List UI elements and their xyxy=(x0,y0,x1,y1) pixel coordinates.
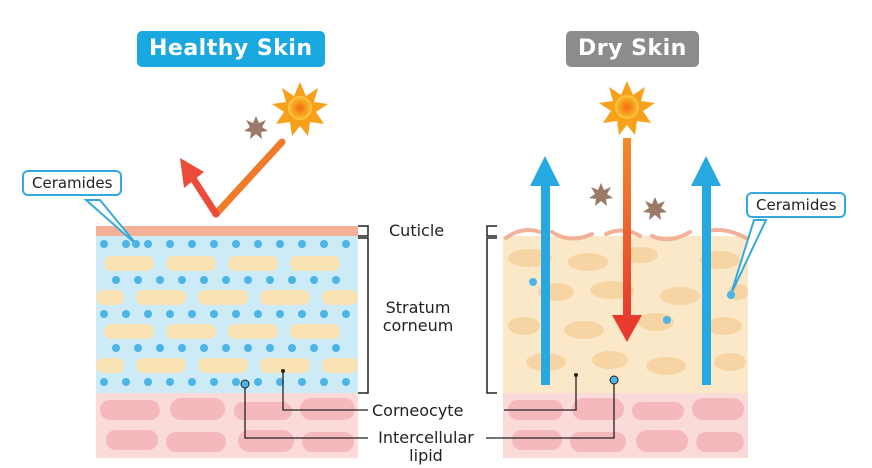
ceramide-dot xyxy=(178,276,186,284)
leader-lines xyxy=(244,371,615,439)
ceramide-dot xyxy=(100,240,108,248)
ceramide-dot xyxy=(222,276,230,284)
dust-particle-icon xyxy=(643,197,667,220)
lipid-label-line1: Intercellular xyxy=(378,428,474,447)
ceramide-dot xyxy=(166,378,174,386)
ceramide-dot xyxy=(298,240,306,248)
ceramide-dot xyxy=(210,378,218,386)
ceramide-dot xyxy=(178,344,186,352)
right-callout-target xyxy=(727,291,735,299)
intercellular-lipid-label: Intercellular lipid xyxy=(372,429,480,465)
ceramide-dot xyxy=(310,344,318,352)
ceramide-dot xyxy=(100,378,108,386)
healthy-dermis-cells xyxy=(100,398,355,452)
stratum-label-line2: corneum xyxy=(382,316,454,335)
ceramide-dot xyxy=(266,276,274,284)
ceramide-dot xyxy=(200,344,208,352)
ceramide-dot xyxy=(222,344,230,352)
dust-particle-icon xyxy=(244,116,268,139)
stratum-corneum-label: Stratum corneum xyxy=(380,299,456,335)
ceramide-dot xyxy=(276,378,284,386)
callout-pointers xyxy=(83,199,768,295)
ceramides-callout-left: Ceramides xyxy=(22,170,123,196)
ceramide-dot xyxy=(332,276,340,284)
sun-icon xyxy=(599,81,655,135)
ceramide-dot xyxy=(254,240,262,248)
ceramide-dot xyxy=(122,378,130,386)
healthy-skin-section xyxy=(96,82,358,458)
left-callout-target xyxy=(132,240,140,248)
ceramide-dot xyxy=(276,310,284,318)
ceramide-dot xyxy=(156,276,164,284)
ceramide-dot xyxy=(298,378,306,386)
dry-cuticle-scales xyxy=(504,228,748,242)
ceramide-dot xyxy=(232,240,240,248)
healthy-skin-title: Healthy Skin xyxy=(137,31,325,67)
stratum-label-line1: Stratum xyxy=(385,298,451,317)
ceramide-dot xyxy=(188,240,196,248)
dry-skin-section xyxy=(503,81,748,458)
ceramide-dot xyxy=(288,276,296,284)
moisture-loss-arrow-right xyxy=(691,156,721,385)
ceramide-dot xyxy=(310,276,318,284)
ceramide-dot xyxy=(112,344,120,352)
ceramide-dot xyxy=(144,240,152,248)
cuticle-label: Cuticle xyxy=(389,221,445,240)
ceramide-dot xyxy=(188,378,196,386)
dust-particle-icon xyxy=(589,183,613,206)
ceramide-dot xyxy=(232,310,240,318)
ceramide-dot xyxy=(144,378,152,386)
ceramide-dot xyxy=(320,378,328,386)
ceramide-dot xyxy=(166,310,174,318)
ceramide-dot xyxy=(144,310,152,318)
ceramide-dot xyxy=(200,276,208,284)
healthy-ceramide-dots xyxy=(100,240,350,386)
layer-brackets xyxy=(358,225,497,394)
ceramides-callout-right: Ceramides xyxy=(746,192,847,218)
ceramide-dot xyxy=(342,378,350,386)
ceramide-dot xyxy=(134,344,142,352)
dry-dermis-cells xyxy=(508,398,744,452)
ceramide-dot xyxy=(298,310,306,318)
ceramide-dot xyxy=(232,378,240,386)
healthy-cuticle xyxy=(96,226,358,236)
ceramide-dot xyxy=(122,310,130,318)
ceramide-dot xyxy=(342,240,350,248)
ceramide-dot xyxy=(320,310,328,318)
moisture-loss-arrow-left xyxy=(530,156,560,385)
ceramide-dot xyxy=(266,344,274,352)
ceramide-dot xyxy=(254,310,262,318)
reflected-uv-arrow xyxy=(180,138,286,218)
ceramide-dot xyxy=(134,276,142,284)
ceramide-dot xyxy=(156,344,164,352)
ceramide-dot xyxy=(244,344,252,352)
ceramide-dot xyxy=(320,240,328,248)
uv-penetration-arrow xyxy=(612,138,642,342)
ceramide-dot xyxy=(100,310,108,318)
ceramide-dot xyxy=(188,310,196,318)
dry-skin-title: Dry Skin xyxy=(566,31,699,67)
ceramide-dot xyxy=(112,276,120,284)
ceramide-dot xyxy=(342,310,350,318)
ceramide-dot xyxy=(332,344,340,352)
sun-icon xyxy=(272,82,328,136)
ceramide-dot xyxy=(122,240,130,248)
ceramide-dot xyxy=(166,240,174,248)
lipid-label-line2: lipid xyxy=(409,446,443,465)
ceramide-dot xyxy=(276,240,284,248)
ceramide-dot xyxy=(244,276,252,284)
ceramide-dot xyxy=(210,240,218,248)
leader-markers xyxy=(240,369,619,389)
ceramide-dot xyxy=(288,344,296,352)
healthy-corneocyte-cells xyxy=(96,256,358,373)
ceramide-dot xyxy=(254,378,262,386)
ceramide-dot xyxy=(210,310,218,318)
corneocyte-label: Corneocyte xyxy=(372,401,464,420)
